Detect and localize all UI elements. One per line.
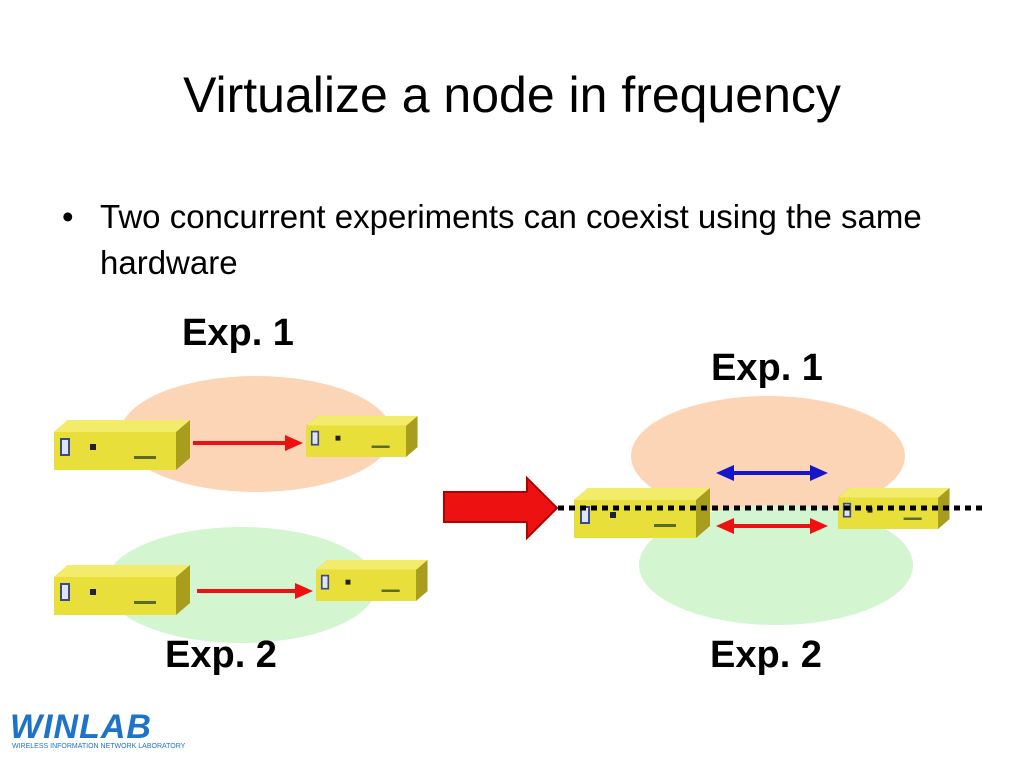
logo-wordmark: WINLAB — [10, 708, 152, 746]
right-exp2-bidirectional-arrow — [716, 518, 828, 534]
winlab-logo: WINLAB WIRELESS INFORMATION NETWORK LABO… — [10, 708, 192, 756]
left-exp2-source-node — [54, 565, 190, 615]
transition-arrow — [443, 475, 559, 541]
bullet-symbol: • — [62, 198, 74, 235]
left-exp1-source-node — [54, 420, 190, 470]
right-exp2-region — [639, 505, 913, 625]
right-exp1-region — [631, 396, 905, 516]
bullet-text: Two concurrent experiments can coexist u… — [100, 198, 922, 281]
left-exp1-label: Exp. 1 — [182, 312, 294, 354]
right-exp1-label: Exp. 1 — [711, 347, 823, 389]
left-exp2-dest-node — [316, 560, 428, 601]
slide-title: Virtualize a node in frequency — [183, 67, 841, 123]
left-exp2-link-arrow — [197, 583, 313, 599]
left-exp1-dest-node — [306, 416, 418, 457]
logo-subtitle: WIRELESS INFORMATION NETWORK LABORATORY — [12, 743, 186, 750]
right-exp1-bidirectional-arrow — [716, 465, 828, 481]
left-exp1-link-arrow — [193, 435, 303, 451]
left-exp2-label: Exp. 2 — [165, 634, 277, 676]
right-shared-source-node — [574, 488, 710, 538]
right-exp2-label: Exp. 2 — [710, 634, 822, 676]
left-exp1-region — [120, 376, 392, 492]
